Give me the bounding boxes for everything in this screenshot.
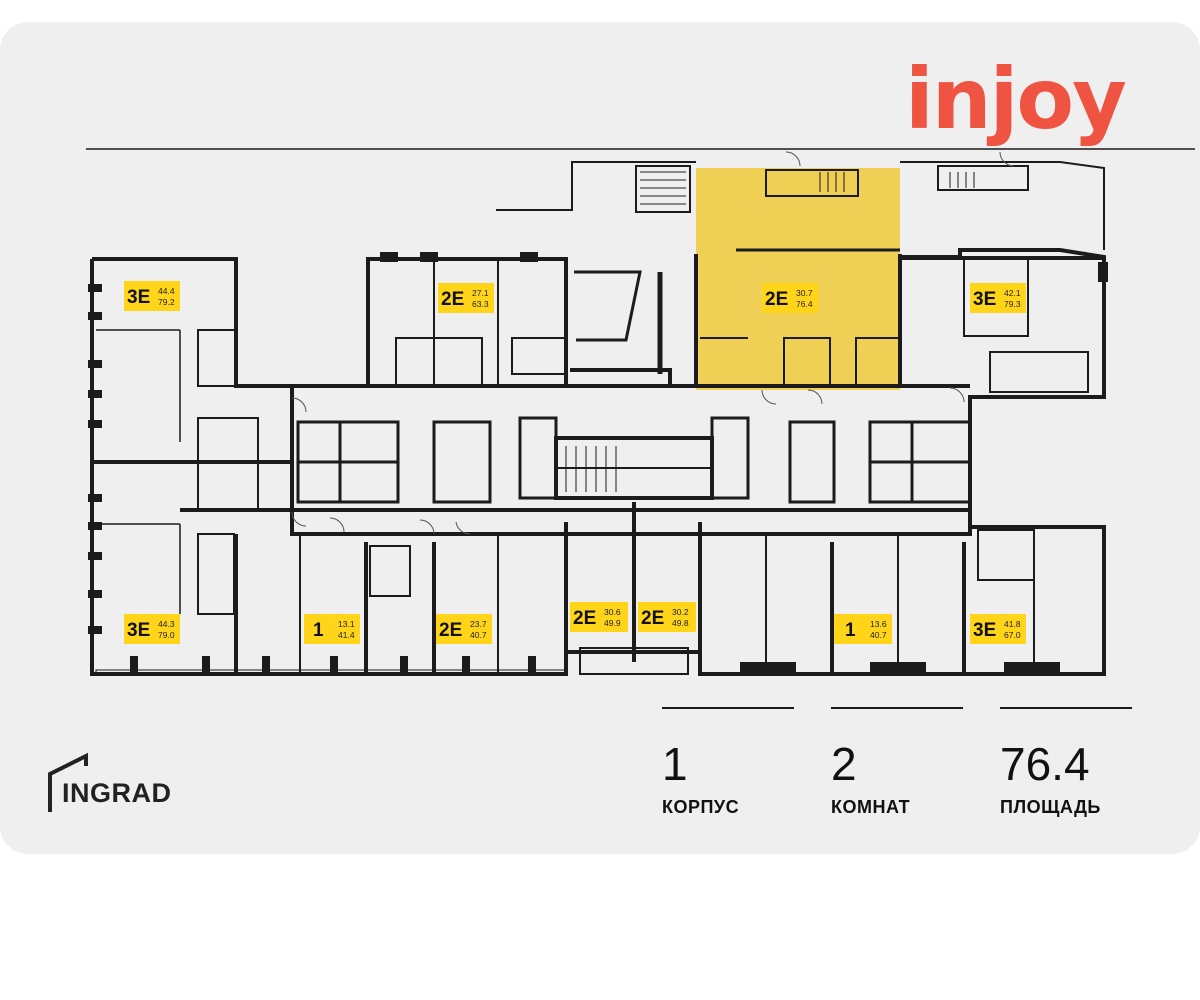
stat-area: 76.4 ПЛОЩАДЬ <box>1000 707 1132 818</box>
unit-total-area: 49.8 <box>672 618 689 628</box>
house-outline-icon <box>48 752 88 812</box>
watermark: циан <box>872 842 984 854</box>
unit-type: 2E <box>439 620 462 641</box>
ingrad-logo: INGRAD <box>46 752 186 822</box>
unit-type: 3E <box>973 289 996 310</box>
unit-total-area: 79.2 <box>158 297 175 307</box>
unit-badge-selected[interactable]: 2E 30.7 76.4 <box>762 283 818 313</box>
unit-type: 2E <box>441 289 464 310</box>
unit-type: 2E <box>641 608 664 629</box>
stat-label: КОМНАТ <box>831 797 911 817</box>
unit-badge[interactable]: 3E 42.1 79.3 <box>970 283 1026 313</box>
stat-label: ПЛОЩАДЬ <box>1000 797 1101 817</box>
stat-value: 76.4 <box>1000 738 1090 790</box>
unit-type: 1 <box>313 620 324 641</box>
unit-total-area: 67.0 <box>1004 630 1021 640</box>
unit-total-area: 40.7 <box>470 630 487 640</box>
unit-living-area: 44.4 <box>158 286 175 296</box>
unit-type: 2E <box>765 289 788 310</box>
developer-name: INGRAD <box>62 778 172 808</box>
unit-total-area: 76.4 <box>796 299 813 309</box>
unit-type: 3E <box>127 287 150 308</box>
stat-divider <box>1000 707 1132 709</box>
unit-total-area: 41.4 <box>338 630 355 640</box>
unit-living-area: 41.8 <box>1004 619 1021 629</box>
stat-divider <box>662 707 794 709</box>
unit-total-area: 79.3 <box>1004 299 1021 309</box>
unit-badge[interactable]: 2E 23.7 40.7 <box>436 614 492 644</box>
unit-type: 3E <box>127 620 150 641</box>
stat-value: 2 <box>831 738 857 790</box>
plan-card: 3E 44.4 79.2 2E 27.1 63.3 2E 30.7 76.4 3… <box>0 22 1200 854</box>
unit-total-area: 63.3 <box>472 299 489 309</box>
unit-badge[interactable]: 3E 44.3 79.0 <box>124 614 180 644</box>
unit-type: 3E <box>973 620 996 641</box>
unit-living-area: 30.2 <box>672 607 689 617</box>
unit-living-area: 42.1 <box>1004 288 1021 298</box>
unit-living-area: 27.1 <box>472 288 489 298</box>
unit-badge[interactable]: 2E 30.6 49.9 <box>570 602 628 632</box>
unit-type: 2E <box>573 608 596 629</box>
unit-living-area: 30.7 <box>796 288 813 298</box>
stat-building: 1 КОРПУС <box>662 707 794 818</box>
unit-badge[interactable]: 2E 30.2 49.8 <box>638 602 696 632</box>
unit-living-area: 13.6 <box>870 619 887 629</box>
unit-living-area: 13.1 <box>338 619 355 629</box>
unit-total-area: 79.0 <box>158 630 175 640</box>
unit-badge[interactable]: 1 13.1 41.4 <box>304 614 360 644</box>
stat-rooms: 2 КОМНАТ <box>831 707 963 818</box>
unit-type: 1 <box>845 620 856 641</box>
unit-living-area: 30.6 <box>604 607 621 617</box>
floor-plan: 3E 44.4 79.2 2E 27.1 63.3 2E 30.7 76.4 3… <box>0 22 1200 854</box>
stat-value: 1 <box>662 738 688 790</box>
unit-badge[interactable]: 3E 44.4 79.2 <box>124 281 180 311</box>
unit-badge[interactable]: 1 13.6 40.7 <box>834 614 892 644</box>
unit-living-area: 44.3 <box>158 619 175 629</box>
unit-badge[interactable]: 3E 41.8 67.0 <box>970 614 1026 644</box>
injoy-logo: injoy <box>905 50 1127 148</box>
unit-badge[interactable]: 2E 27.1 63.3 <box>438 283 494 313</box>
unit-living-area: 23.7 <box>470 619 487 629</box>
unit-total-area: 40.7 <box>870 630 887 640</box>
unit-total-area: 49.9 <box>604 618 621 628</box>
stat-label: КОРПУС <box>662 797 740 817</box>
stat-divider <box>831 707 963 709</box>
selected-apartment-highlight[interactable] <box>696 168 900 390</box>
